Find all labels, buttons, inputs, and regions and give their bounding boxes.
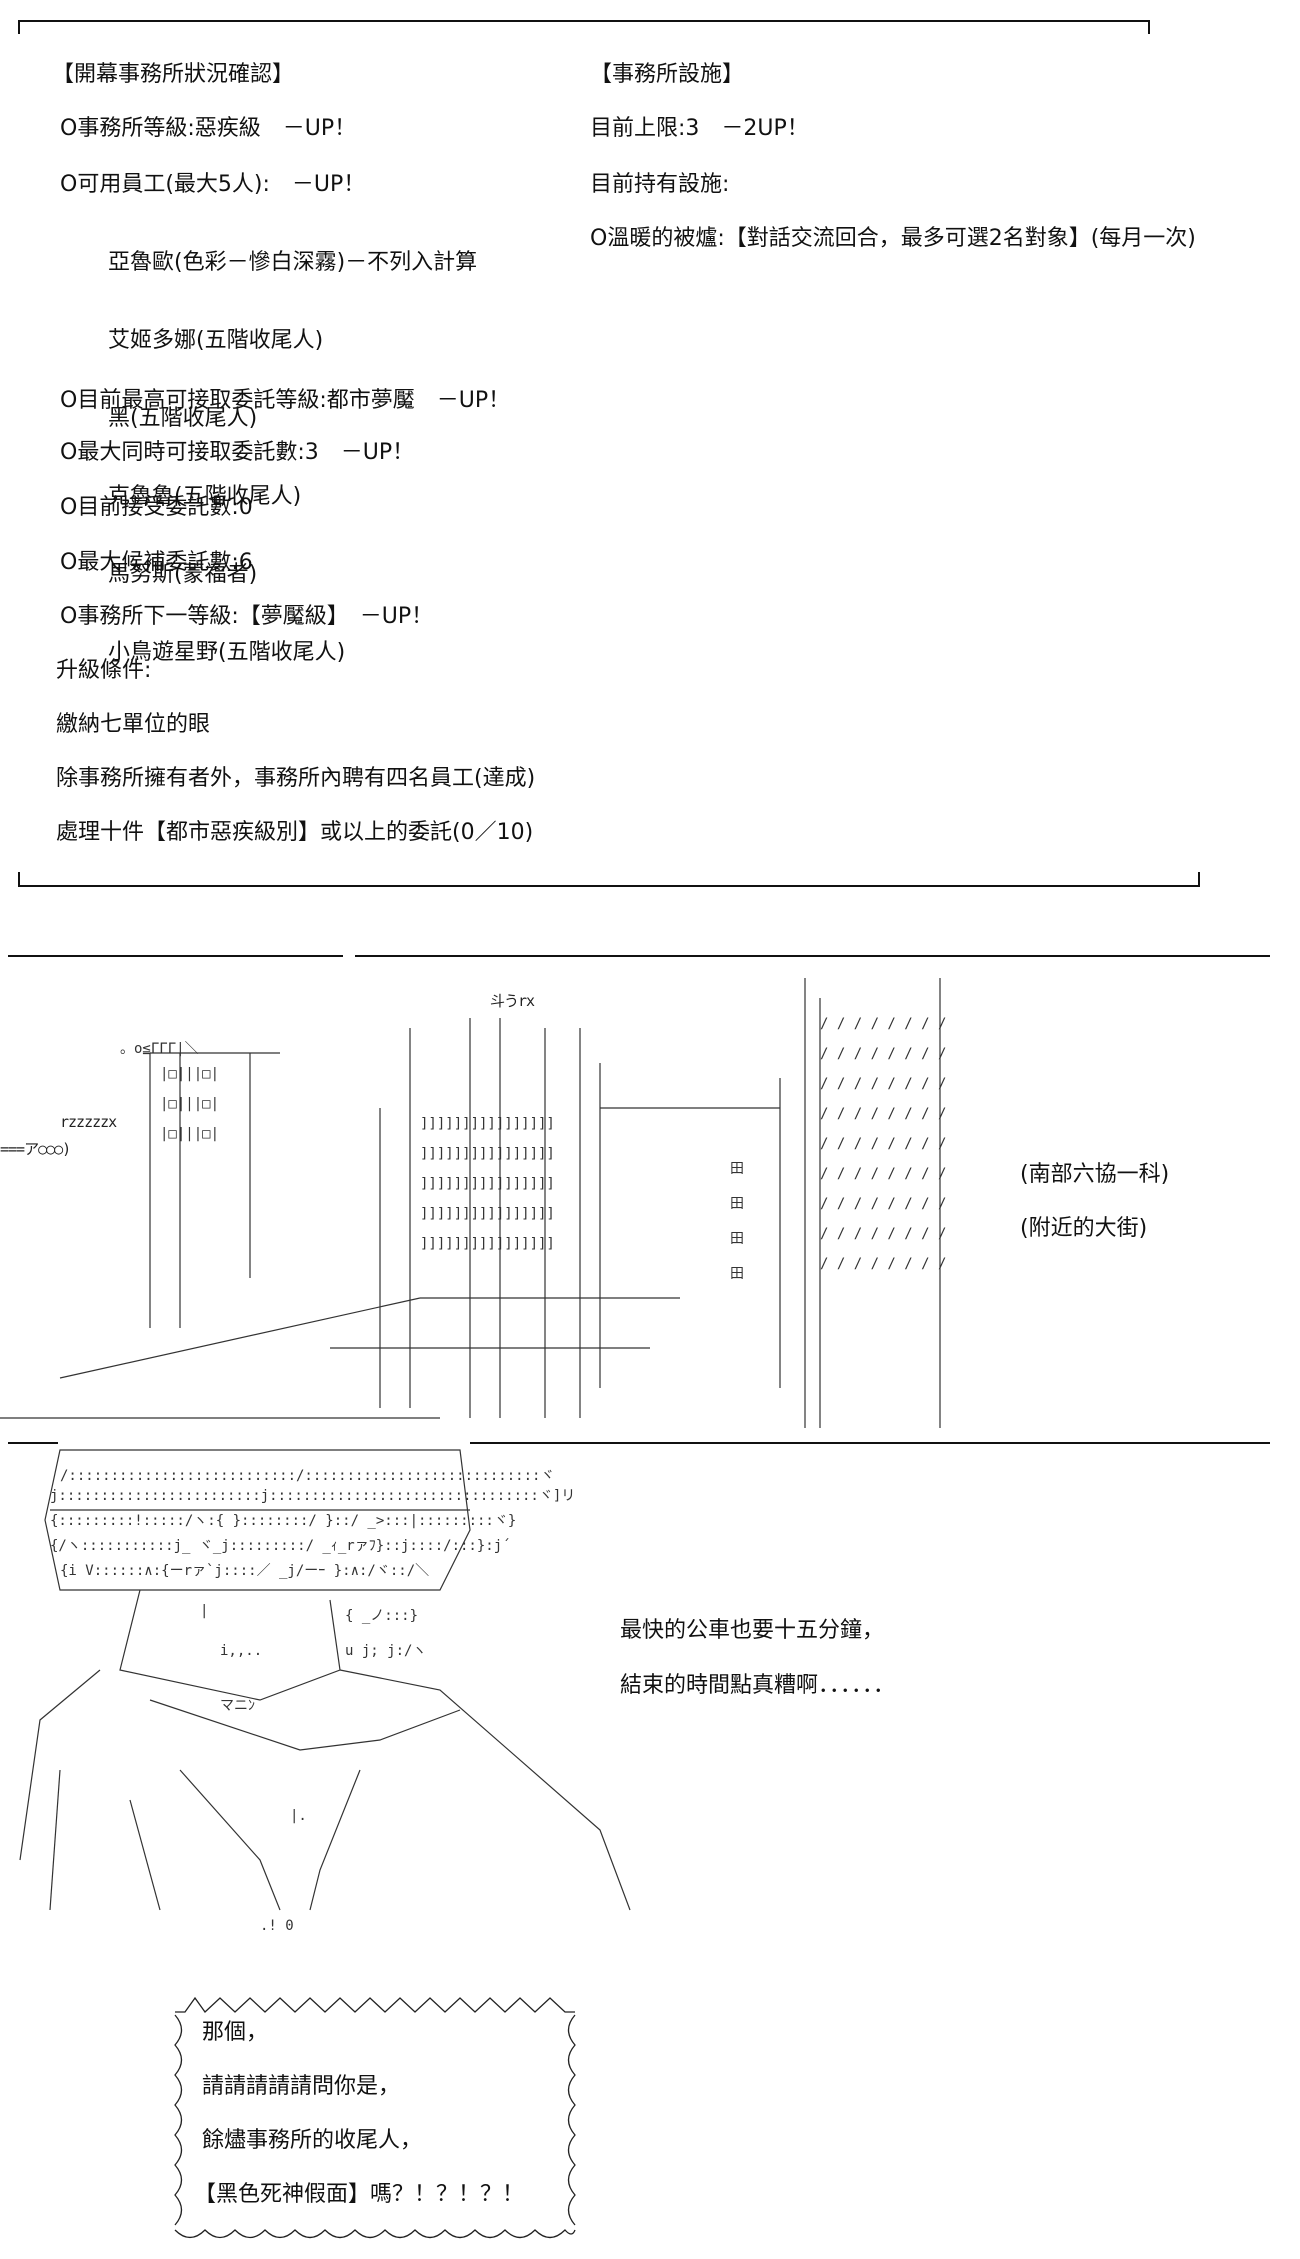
speech-line: 請請請請請問你是， — [202, 2074, 401, 2099]
monologue-line: 最快的公車也要十五分鐘， — [620, 1618, 885, 1643]
speech-line: 餘燼事務所的收尾人， — [202, 2128, 423, 2153]
svg-text:/ / / / / / / /: / / / / / / / / — [820, 1166, 946, 1182]
staff-item: 艾姬多娜(五階收尾人) — [108, 328, 324, 353]
svg-text:/ / / / / / / /: / / / / / / / / — [820, 1076, 946, 1092]
svg-text:|□|||□|: |□|||□| — [160, 1126, 219, 1142]
scene-divider-right — [355, 955, 1270, 957]
current-accepted: O目前接受委託數:0 — [60, 495, 253, 520]
svg-text:田: 田 — [730, 1196, 744, 1212]
staff-item: 亞魯歐(色彩－慘白深霧)－不列入計算 — [108, 250, 478, 275]
location-label: (南部六協一科) — [1020, 1162, 1170, 1187]
svg-text:]]]]]]]]]]]]]]]]: ]]]]]]]]]]]]]]]] — [420, 1176, 555, 1192]
box-bottom-border — [18, 885, 1200, 887]
bus-text: ===ア○○○) — [0, 1140, 71, 1158]
box-top-right-tick — [1148, 20, 1150, 34]
svg-text:|□|||□|: |□|||□| — [160, 1066, 219, 1082]
svg-text:/ / / / / / / /: / / / / / / / / — [820, 1256, 946, 1272]
max-candidates: O最大候補委託數:6 — [60, 550, 253, 575]
upgrade-condition: 繳納七單位的眼 — [56, 712, 211, 737]
office-level: O事務所等級:惡疾級 －UP！ — [60, 116, 357, 141]
svg-text:/:::::::::::::::::::::::::::/:: /:::::::::::::::::::::::::::/:::::::::::… — [60, 1468, 554, 1484]
facility-title: 【事務所設施】 — [590, 62, 745, 87]
sign-text: rzzzzzx — [60, 1113, 117, 1131]
svg-text:/ / / / / / / /: / / / / / / / / — [820, 1016, 946, 1032]
facility-owned-label: 目前持有設施: — [590, 172, 730, 197]
svg-text:マニﾝ: マニﾝ — [220, 1698, 255, 1714]
sublocation-label: (附近的大街) — [1020, 1216, 1148, 1241]
upgrade-condition: 除事務所擁有者外，事務所內聘有四名員工(達成) — [56, 766, 536, 791]
svg-text:{:::::::::!:::::/ヽ:{ }::::::::: {:::::::::!:::::/ヽ:{ }::::::::/ }::/ _>:… — [50, 1513, 516, 1529]
svg-text:j::::::::::::::::::::::::j::::: j::::::::::::::::::::::::j::::::::::::::… — [50, 1488, 575, 1504]
svg-text:|: | — [200, 1603, 208, 1619]
box-bottom-right-tick — [1198, 872, 1200, 887]
svg-text:/ / / / / / / /: / / / / / / / / — [820, 1226, 946, 1242]
staff-header: O可用員工(最大5人): －UP！ — [60, 172, 366, 197]
shop-sign-text: 斗うrx — [490, 992, 535, 1010]
svg-text:/ / / / / / / /: / / / / / / / / — [820, 1136, 946, 1152]
cityscape-art: / / / / / / / / / / / / / / / / / / / / … — [0, 968, 960, 1438]
monologue-line: 結束的時間點真糟啊．．．．．． — [620, 1673, 896, 1698]
speech-line: 【黑色死神假面】嗎？！？！？！ — [194, 2182, 525, 2207]
box-bottom-left-tick — [18, 872, 20, 887]
staff-item: 黑(五階收尾人) — [108, 406, 258, 431]
svg-text:{i V::::::∧:{ーrァ`j::::／ _j/ーｰ: {i V::::::∧:{ーrァ`j::::／ _j/ーｰ }:∧:/ヾ::/＼ — [60, 1563, 429, 1579]
svg-text:]]]]]]]]]]]]]]]]: ]]]]]]]]]]]]]]]] — [420, 1146, 555, 1162]
upgrade-label: 升級條件: — [56, 658, 152, 683]
svg-text:田: 田 — [730, 1231, 744, 1247]
box-top-border — [18, 20, 1150, 22]
svg-text:/ / / / / / / /: / / / / / / / / — [820, 1046, 946, 1062]
svg-text:u j; j:/ヽ: u j; j:/ヽ — [345, 1643, 426, 1659]
max-concurrent: O最大同時可接取委託數:3 －UP！ — [60, 440, 415, 465]
svg-text:|.: |. — [290, 1808, 307, 1824]
svg-text:]]]]]]]]]]]]]]]]: ]]]]]]]]]]]]]]]] — [420, 1236, 555, 1252]
upgrade-condition: 處理十件【都市惡疾級別】或以上的委託(0／10) — [56, 820, 534, 845]
speech-bubble: 那個， 請請請請請問你是， 餘燼事務所的收尾人， 【黑色死神假面】嗎？！？！？！ — [160, 1990, 590, 2250]
svg-text:{ _ノ:::}: { _ノ:::} — [345, 1608, 418, 1624]
speech-bubble-frame — [174, 1996, 576, 2239]
svg-text:田: 田 — [730, 1266, 744, 1282]
svg-text:.! 0: .! 0 — [260, 1918, 294, 1934]
svg-text:{/ヽ:::::::::::j_ ヾ_j:::::::::/: {/ヽ:::::::::::j_ ヾ_j:::::::::/ _ｨ_rァﾌ}::… — [50, 1538, 511, 1554]
scene-divider-bottom-left — [8, 1442, 58, 1444]
svg-text:]]]]]]]]]]]]]]]]: ]]]]]]]]]]]]]]]] — [420, 1116, 555, 1132]
speech-line: 那個， — [202, 2020, 269, 2045]
svg-text:i,,..: i,,.. — [220, 1643, 262, 1659]
facility-item: O溫暖的被爐:【對話交流回合，最多可選2名對象】(每月一次) — [590, 226, 1196, 251]
scene-divider-left — [8, 955, 343, 957]
staff-item: 小鳥遊星野(五階收尾人) — [108, 640, 346, 665]
next-level: O事務所下一等級:【夢魘級】 －UP！ — [60, 604, 434, 629]
max-grade: O目前最高可接取委託等級:都市夢魘 －UP！ — [60, 388, 511, 413]
svg-text:/ / / / / / / /: / / / / / / / / — [820, 1106, 946, 1122]
svg-text:。o≦ΓΓΓ|＼: 。o≦ΓΓΓ|＼ — [120, 1041, 199, 1057]
svg-text:/ / / / / / / /: / / / / / / / / — [820, 1196, 946, 1212]
svg-text:]]]]]]]]]]]]]]]]: ]]]]]]]]]]]]]]]] — [420, 1206, 555, 1222]
svg-text:田: 田 — [730, 1161, 744, 1177]
staff-item: 馬努斯(蒙福者) — [108, 562, 258, 587]
svg-text:|□|||□|: |□|||□| — [160, 1096, 219, 1112]
staff-list: 亞魯歐(色彩－慘白深霧)－不列入計算 艾姬多娜(五階收尾人) 黑(五階收尾人) … — [108, 198, 477, 718]
status-title: 【開幕事務所狀況確認】 — [52, 62, 295, 87]
scene-divider-bottom-right — [470, 1442, 1270, 1444]
box-top-left-tick — [18, 20, 20, 34]
facility-limit: 目前上限:3 －2UP！ — [590, 116, 809, 141]
character-drawing: /:::::::::::::::::::::::::::/:::::::::::… — [19, 1449, 631, 1934]
cityscape-drawing: / / / / / / / / / / / / / / / / / / / / … — [0, 978, 946, 1428]
staff-item: 克魯魯(五階收尾人) — [108, 484, 302, 509]
